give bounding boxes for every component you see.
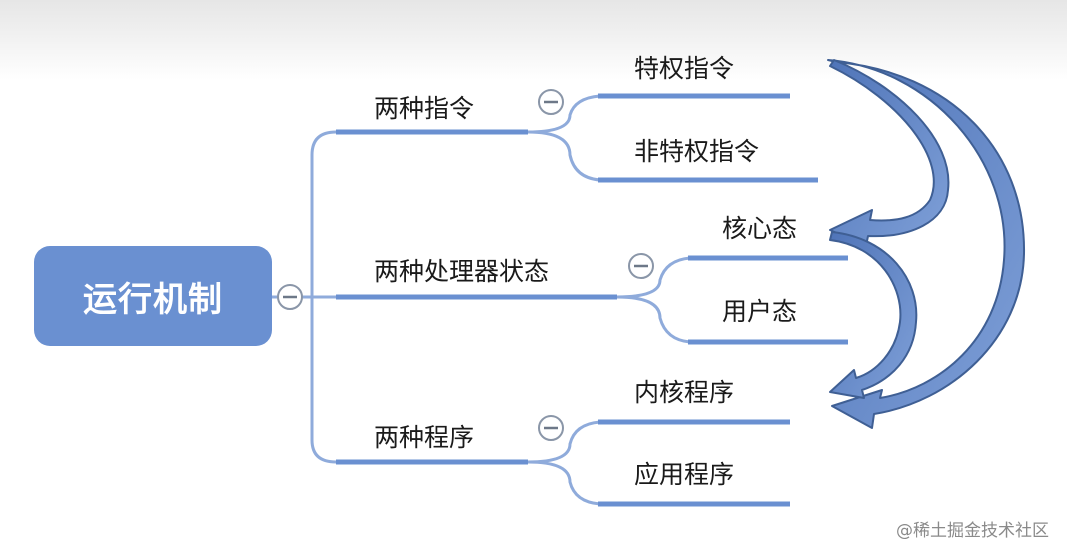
- arrow-kernel-mode-to-kernel-program: [829, 231, 918, 399]
- leaf-privileged-instruction[interactable]: 特权指令: [634, 54, 735, 83]
- root-label: 运行机制: [83, 279, 223, 320]
- branch-3-collapse-button[interactable]: [538, 415, 564, 441]
- leaf-application-program[interactable]: 应用程序: [634, 460, 735, 489]
- leaf-non-privileged-instruction[interactable]: 非特权指令: [634, 137, 760, 166]
- leaf-kernel-program[interactable]: 内核程序: [634, 378, 735, 407]
- arrow-privileged-to-kernel-program: [827, 59, 1026, 429]
- watermark: @稀土掘金技术社区: [896, 521, 1049, 541]
- branch-2-collapse-button[interactable]: [628, 253, 654, 279]
- branch-3-connectors: [527, 420, 601, 506]
- root-node[interactable]: 运行机制: [34, 246, 272, 346]
- leaf-kernel-mode[interactable]: 核心态: [722, 214, 798, 243]
- branch-1-connectors: [527, 94, 601, 182]
- branch-underlines: [336, 129, 617, 465]
- branch-1-collapse-button[interactable]: [538, 89, 564, 115]
- branch-3-label[interactable]: 两种程序: [374, 423, 475, 452]
- arrow-privileged-to-kernel-mode: [829, 59, 950, 247]
- branch-1-label[interactable]: 两种指令: [374, 94, 475, 123]
- leaf-user-mode[interactable]: 用户态: [722, 297, 798, 326]
- branch-2-connectors: [616, 256, 691, 344]
- root-collapse-button[interactable]: [277, 284, 303, 310]
- branch-2-label[interactable]: 两种处理器状态: [374, 257, 550, 286]
